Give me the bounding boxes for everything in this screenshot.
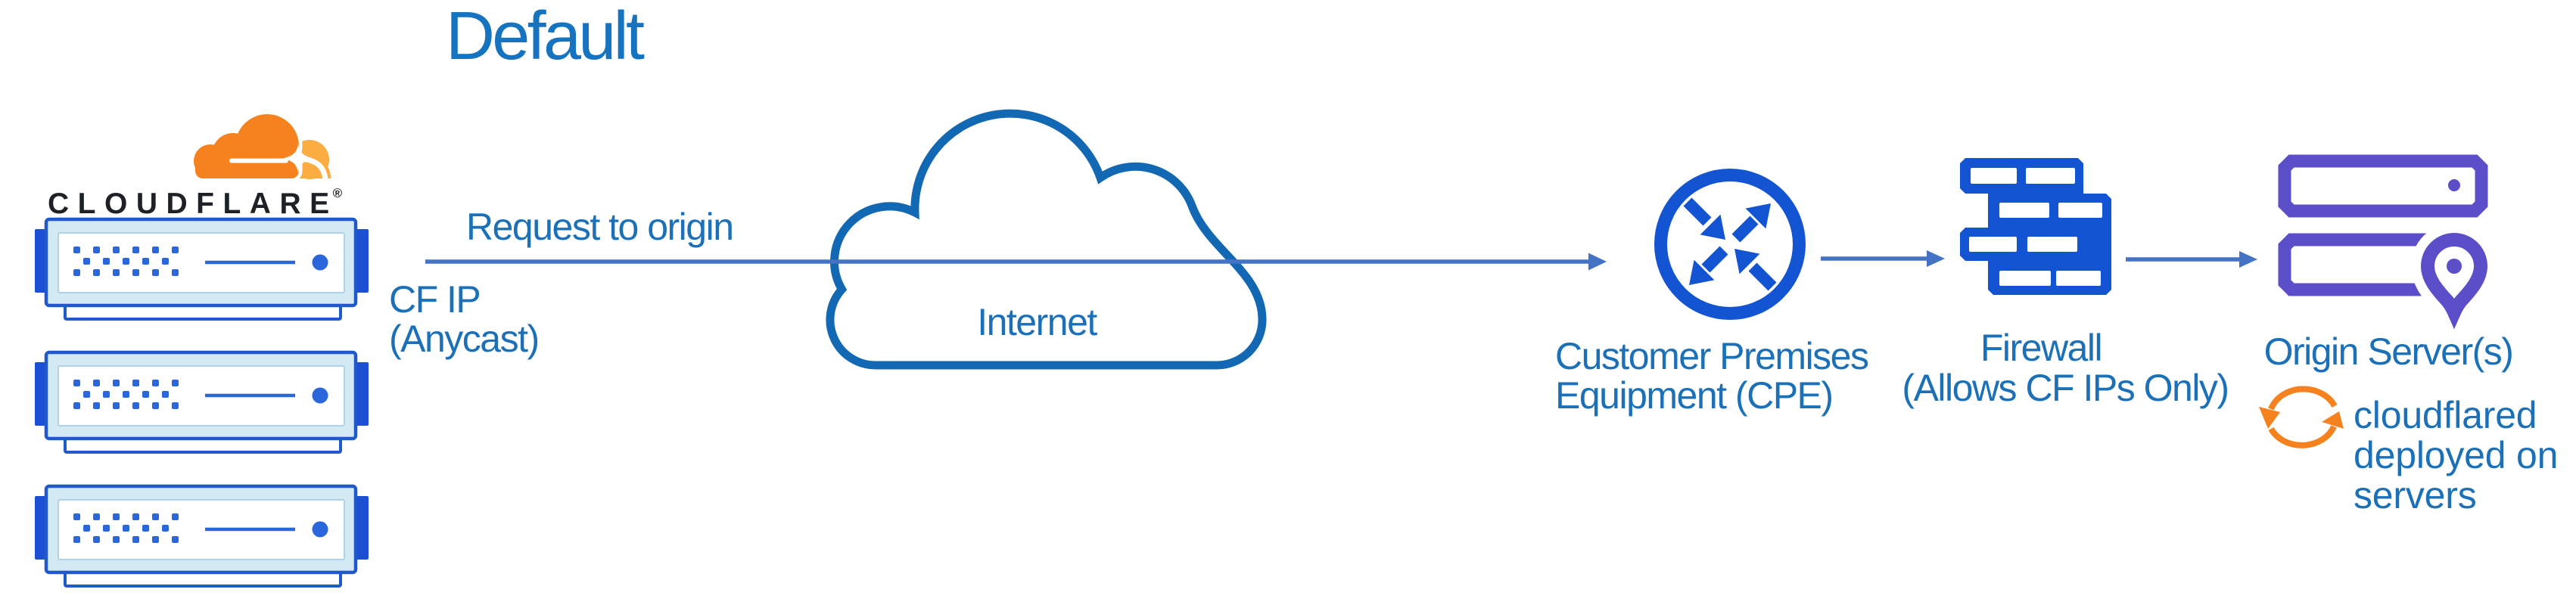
firewall-wall-silhouette	[1960, 158, 2111, 295]
sync-left-arrowhead-icon	[2259, 407, 2280, 429]
arrow-cpe-to-firewall-head-icon	[1927, 250, 1945, 267]
origin-server-row-top	[2278, 154, 2488, 218]
internet-label: Internet	[977, 301, 1097, 343]
arrow-firewall-to-origin	[2126, 251, 2257, 268]
cf-ip-anycast-label: CF IP (Anycast)	[389, 278, 540, 360]
arrow-firewall-to-origin-head-icon	[2239, 251, 2257, 268]
origin-server-icon	[2278, 154, 2498, 354]
cpe-label-line1: Customer Premises	[1555, 335, 1869, 377]
firewall-label-line2: (Allows CF IPs Only)	[1902, 367, 2229, 409]
router-arrow-inbound-bottomright-shaft	[1748, 262, 1777, 291]
cloudflare-logo-sparkle	[283, 144, 313, 173]
origin-server-label: Origin Server(s)	[2263, 330, 2514, 373]
cloudflare-logo-icon	[190, 110, 331, 182]
firewall-label-line1: Firewall	[1980, 327, 2103, 369]
edge-server-stack-icon	[35, 219, 369, 586]
arrow-cpe-to-firewall	[1821, 250, 1945, 267]
sync-right-arrowhead-icon	[2322, 411, 2344, 429]
router-circle	[1654, 169, 1806, 320]
cloudflare-wordmark-text: CLOUDFLARE	[48, 188, 338, 220]
firewall-brick-gaps	[1969, 168, 2102, 286]
router-arrows	[1683, 197, 1777, 291]
location-pin-outline	[2420, 232, 2488, 330]
sync-icon	[2259, 386, 2344, 448]
origin-server-led-dot	[2448, 179, 2460, 191]
router-arrow-inbound-topleft-head-icon	[1700, 214, 1725, 240]
router-arrow-inbound-topleft-shaft	[1683, 197, 1712, 226]
router-arrow-outbound-bottomleft-shaft	[1701, 246, 1728, 273]
edge-server-3-icon	[35, 486, 369, 586]
arrow-servers-to-cpe	[425, 253, 1607, 271]
cpe-label-line2: Equipment (CPE)	[1555, 374, 1834, 417]
router-arrow-outbound-topright-head-icon	[1745, 203, 1771, 229]
firewall-icon	[1960, 158, 2111, 295]
request-to-origin-label: Request to origin	[466, 206, 734, 248]
arrow-servers-to-cpe-head-icon	[1588, 253, 1607, 271]
registered-trademark-symbol: ®	[332, 186, 343, 200]
cf-ip-anycast-label-line1: CF IP	[389, 278, 481, 321]
router-arrow-outbound-bottomleft-head-icon	[1689, 259, 1715, 285]
edge-server-1-icon	[35, 219, 369, 319]
cloudflared-note-line1: cloudflared	[2354, 394, 2537, 436]
edge-server-2-icon	[35, 352, 369, 452]
cloudflare-logo-slit	[229, 158, 288, 163]
cf-ip-anycast-label-line2: (Anycast)	[389, 318, 540, 360]
internet-cloud-outline	[826, 109, 1267, 370]
router-cpe-icon	[1654, 169, 1806, 320]
cloudflare-wordmark: CLOUDFLARE®	[48, 178, 342, 219]
router-arrow-inbound-bottomright-head-icon	[1734, 249, 1760, 274]
cloudflared-note-line2: deployed on	[2354, 434, 2559, 476]
cloudflared-note: cloudflared deployed on servers	[2354, 395, 2558, 516]
location-pin-icon	[2410, 222, 2498, 354]
diagram-title: Default	[446, 0, 645, 74]
cloudflare-logo-dark-cloud	[190, 110, 303, 182]
sync-top-arc	[2268, 386, 2338, 411]
cloudflared-note-line3: servers	[2354, 474, 2477, 516]
cpe-label: Customer Premises Equipment (CPE)	[1555, 335, 1869, 417]
sync-bottom-arc	[2268, 425, 2337, 448]
location-pin-dot	[2447, 259, 2462, 274]
dark-cloud-body	[194, 114, 299, 178]
internet-cloud-icon	[826, 109, 1267, 370]
router-arrow-outbound-topright-shaft	[1731, 216, 1759, 243]
